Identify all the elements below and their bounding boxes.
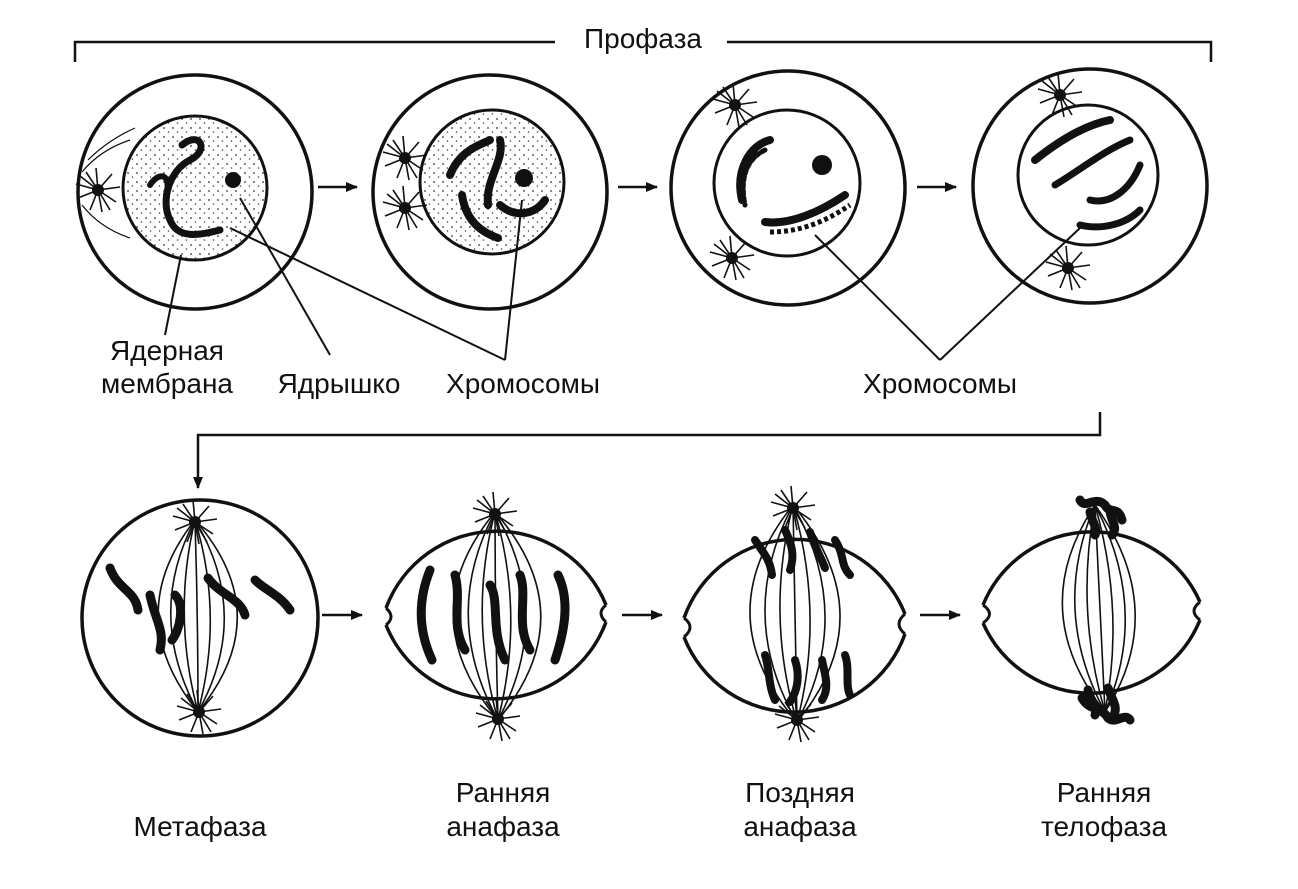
early-telophase-cell xyxy=(981,495,1202,725)
stage-label-early-anaphase-2: анафаза xyxy=(446,811,560,842)
prophase-cell-1 xyxy=(75,73,314,311)
stage-label-metaphase: Метафаза xyxy=(133,811,266,842)
late-anaphase-cell xyxy=(682,485,907,743)
chromosomes-label-2: Хромосомы xyxy=(863,368,1017,399)
prophase-bracket xyxy=(73,40,1213,62)
stage-label-late-anaphase-1: Поздняя xyxy=(745,777,855,808)
nucleolus-label: Ядрышко xyxy=(278,368,401,399)
stage-label-late-anaphase-2: анафаза xyxy=(743,811,857,842)
nuclear-membrane-label-1: Ядерная xyxy=(110,335,224,366)
leader-lines xyxy=(164,197,1081,361)
stage-label-early-anaphase-1: Ранняя xyxy=(456,777,551,808)
early-anaphase-cell xyxy=(384,491,608,742)
stage-label-early-telophase-2: телофаза xyxy=(1041,811,1168,842)
prophase-cell-2 xyxy=(371,73,609,311)
prophase-cell-4 xyxy=(971,67,1209,305)
metaphase-cell xyxy=(80,498,320,738)
nuclear-membrane-label-2: мембрана xyxy=(101,368,233,399)
chromosomes-label-1: Хромосомы xyxy=(446,368,600,399)
row-connector xyxy=(193,412,1102,489)
prophase-label: Профаза xyxy=(584,23,702,54)
prophase-cell-3 xyxy=(669,69,907,307)
stage-label-early-telophase-1: Ранняя xyxy=(1057,777,1152,808)
